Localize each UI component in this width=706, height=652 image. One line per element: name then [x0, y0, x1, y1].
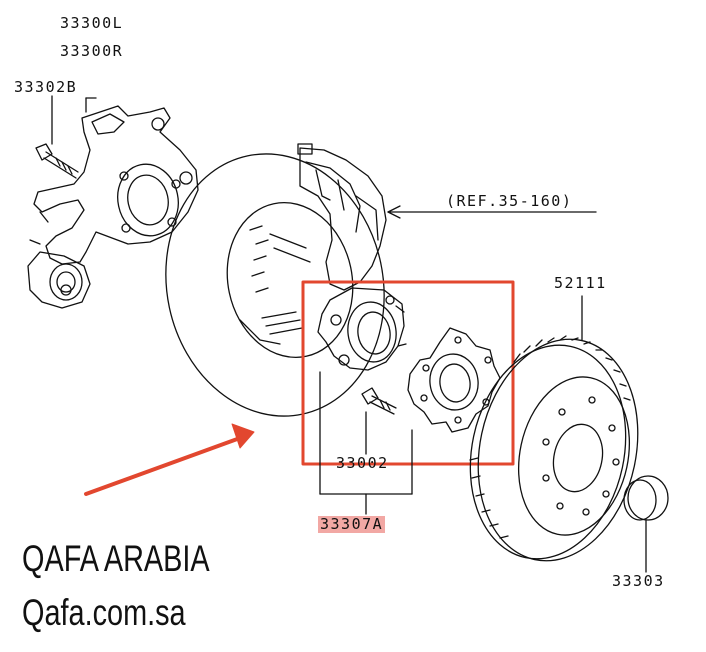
leader-lines-hub — [319, 371, 413, 515]
knuckle-bolt — [35, 143, 79, 179]
hub-bolt — [361, 387, 397, 415]
steering-knuckle — [29, 105, 199, 265]
label-52111: 52111 — [554, 274, 607, 292]
lower-bushing — [27, 251, 91, 309]
pointer-arrow — [84, 423, 255, 496]
backing-plate — [165, 153, 385, 417]
hub-cap — [623, 475, 669, 573]
watermark-url: Qafa.com.sa — [22, 592, 186, 633]
hub-flange — [407, 327, 501, 433]
label-reference: (REF.35-160) — [446, 192, 573, 210]
label-33303: 33303 — [612, 572, 665, 590]
label-33002: 33002 — [336, 454, 389, 472]
reference-arrow — [387, 205, 597, 219]
label-33302b: 33302B — [14, 78, 78, 96]
label-33300r: 33300R — [60, 42, 124, 60]
watermark-brand: QAFA ARABIA — [22, 538, 210, 579]
label-33300l: 33300L — [60, 14, 124, 32]
brake-rotor — [469, 295, 639, 562]
hub-bearing — [317, 287, 407, 371]
highlight-box — [301, 280, 515, 466]
label-33307a: 33307A — [318, 515, 386, 533]
